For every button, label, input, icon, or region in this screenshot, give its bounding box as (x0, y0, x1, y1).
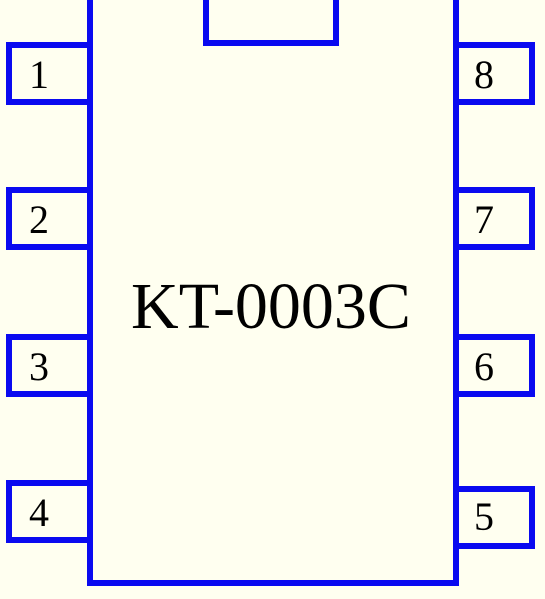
pin-2-box (6, 187, 93, 250)
pin-8: 8 (453, 42, 535, 105)
pin-3-box (6, 334, 93, 397)
pin-4-label: 4 (29, 490, 49, 535)
pin-2-label: 2 (29, 197, 49, 242)
pin-6-box (453, 334, 535, 397)
pin-8-label: 8 (474, 52, 494, 97)
pin-1-label: 1 (29, 52, 49, 97)
pin-3: 3 (6, 334, 93, 397)
chip-body-outline (87, 0, 459, 586)
pin-1: 1 (6, 42, 93, 105)
pin-3-label: 3 (29, 344, 49, 389)
pin-4-box (6, 480, 93, 543)
pin-6: 6 (453, 334, 535, 397)
pin-7: 7 (453, 187, 535, 250)
pin-2: 2 (6, 187, 93, 250)
pin-5-box (453, 486, 535, 549)
pin-1-box (6, 42, 93, 105)
pin-5: 5 (453, 486, 535, 549)
pin-7-label: 7 (474, 197, 494, 242)
component-part-name: KT-0003C (131, 270, 411, 343)
pin-8-box (453, 42, 535, 105)
pin-5-label: 5 (474, 494, 494, 539)
pin-7-box (453, 187, 535, 250)
pin-6-label: 6 (474, 344, 494, 389)
pin-4: 4 (6, 480, 93, 543)
